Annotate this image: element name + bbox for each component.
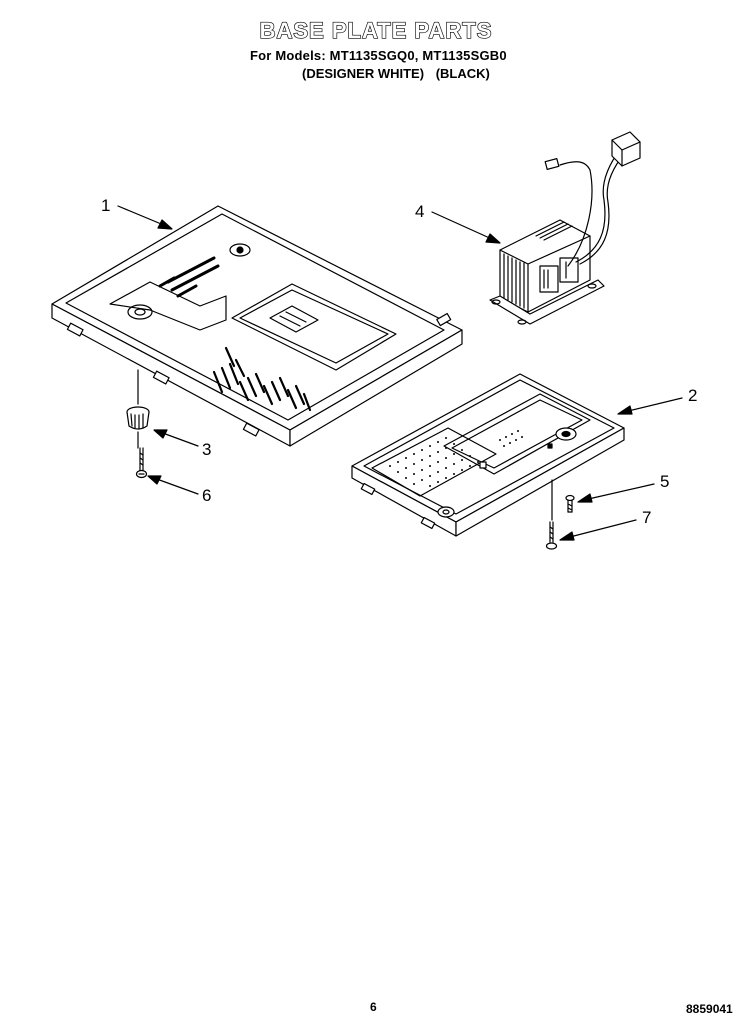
callout-5: 5	[660, 472, 670, 491]
variant-white: (DESIGNER WHITE)	[302, 66, 425, 81]
variant-line: (DESIGNER WHITE) (BLACK)	[302, 66, 498, 81]
callout-7: 7	[642, 508, 652, 527]
base-plate-part-2	[351, 373, 625, 537]
screw-part-7	[545, 521, 558, 550]
models-line: For Models: MT1135SGQ0, MT1135SGB0	[250, 48, 507, 63]
variant-black: (BLACK)	[435, 66, 490, 81]
base-plate-part-1	[51, 205, 463, 447]
screw-part-5	[565, 494, 575, 513]
callout-1: 1	[101, 196, 111, 215]
callout-3: 3	[202, 440, 212, 459]
callout-2: 2	[688, 386, 698, 405]
page-title: BASE PLATE PARTS	[259, 17, 493, 43]
callout-arrows	[117, 205, 683, 541]
perforation-dots	[389, 430, 523, 487]
foot-part-3	[126, 406, 150, 449]
transformer-part-4	[489, 131, 641, 325]
page-number: 6	[370, 1000, 377, 1014]
screw-part-6	[135, 447, 148, 479]
callout-6: 6	[202, 486, 212, 505]
callout-4: 4	[415, 202, 425, 221]
document-number: 8859041	[686, 1002, 733, 1016]
